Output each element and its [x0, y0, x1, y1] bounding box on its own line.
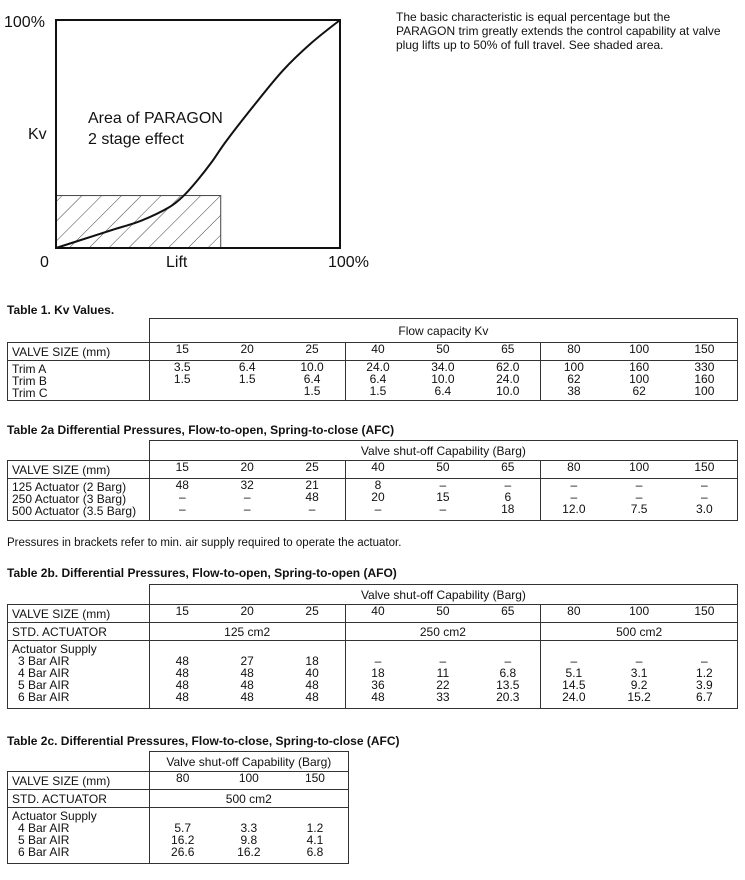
x-axis-label: Lift [166, 254, 188, 271]
kv-lift-chart [55, 19, 341, 249]
table1-caption: Table 1. Kv Values. [7, 303, 115, 317]
table2b-actuator-250: 250 cm2 [344, 622, 542, 641]
table2a-row-labels: 125 Actuator (2 Barg)250 Actuator (3 Bar… [7, 478, 150, 521]
table2b: Valve shut-off Capability (Barg) VALVE S… [7, 584, 739, 709]
table2c-row-labels: Actuator Supply 4 Bar AIR 5 Bar AIR 6 Ba… [7, 807, 150, 864]
table2c: Valve shut-off Capability (Barg) VALVE S… [7, 751, 350, 864]
x-right-label: 100% [328, 254, 369, 271]
origin-label: 0 [40, 254, 49, 271]
table2c-caption: Table 2c. Differential Pressures, Flow-t… [7, 734, 400, 748]
table2a-size-label: VALVE SIZE (mm) [7, 460, 150, 479]
table1-group-header: Flow capacity Kv [148, 318, 739, 343]
table2b-actuator-label: STD. ACTUATOR [7, 622, 150, 641]
table2b-group-header: Valve shut-off Capability (Barg) [148, 584, 739, 605]
table2c-size-label: VALVE SIZE (mm) [7, 771, 150, 790]
table2a-note: Pressures in brackets refer to min. air … [7, 537, 402, 549]
intro-text: The basic characteristic is equal percen… [396, 10, 721, 52]
table2a-caption: Table 2a Differential Pressures, Flow-to… [7, 423, 395, 437]
y-axis-label: Kv [28, 126, 47, 143]
table2b-row-labels: Actuator Supply 3 Bar AIR 4 Bar AIR 5 Ba… [7, 640, 150, 709]
table2b-caption: Table 2b. Differential Pressures, Flow-t… [7, 566, 397, 580]
annotation-line2: 2 stage effect [88, 131, 184, 148]
y-top-label: 100% [4, 14, 45, 31]
table1-size-label: VALVE SIZE (mm) [7, 342, 150, 361]
table2b-actuator-125: 125 cm2 [148, 622, 346, 641]
table2a-group-header: Valve shut-off Capability (Barg) [148, 440, 739, 461]
table2c-actuator-label: STD. ACTUATOR [7, 789, 150, 808]
table2a: Valve shut-off Capability (Barg) VALVE S… [7, 440, 739, 521]
table2b-actuator-500: 500 cm2 [540, 622, 738, 641]
table2c-actuator-500: 500 cm2 [148, 789, 350, 808]
table2c-group-header: Valve shut-off Capability (Barg) [148, 751, 350, 772]
table2b-size-label: VALVE SIZE (mm) [7, 604, 150, 623]
annotation-line1: Area of PARAGON [88, 110, 223, 127]
kv-curve [55, 19, 341, 249]
chart-frame [55, 19, 341, 249]
